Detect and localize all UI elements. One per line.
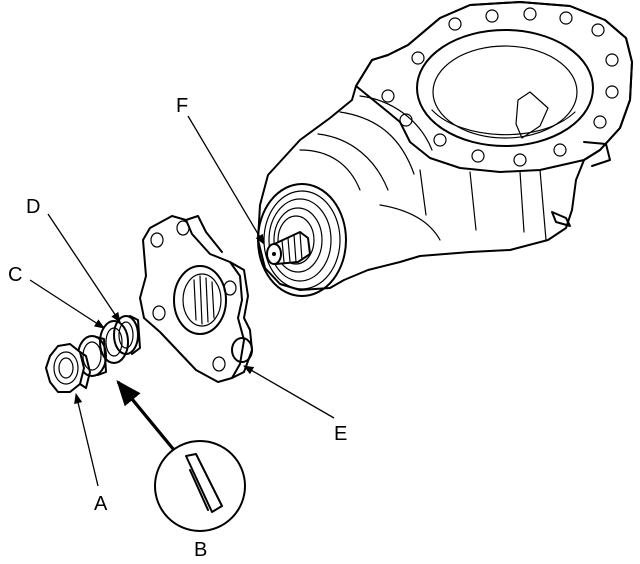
leader-lines xyxy=(29,115,335,487)
label-f: F xyxy=(176,95,188,117)
label-c: C xyxy=(8,264,22,286)
label-b: B xyxy=(194,539,207,561)
output-shaft xyxy=(266,231,311,265)
flange-bolt-holes xyxy=(381,7,619,167)
companion-flange xyxy=(139,215,253,383)
nut-a xyxy=(45,343,91,393)
label-d: D xyxy=(26,196,40,218)
housing xyxy=(257,1,633,297)
detail-circle-b xyxy=(154,440,246,532)
label-e: E xyxy=(334,423,347,445)
label-a: A xyxy=(94,493,108,515)
